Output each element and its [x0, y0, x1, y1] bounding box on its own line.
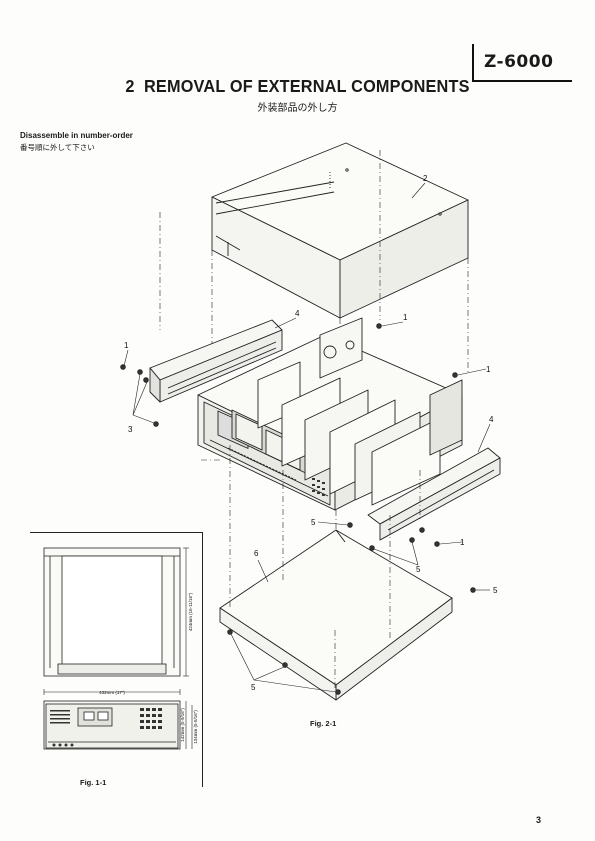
- fig-2-1-caption: Fig. 2-1: [310, 719, 336, 728]
- page-number: 3: [536, 815, 541, 825]
- callout-6: 6: [254, 549, 259, 558]
- fig-1-1-frame: [30, 532, 203, 787]
- callout-1-top: 1: [403, 313, 408, 322]
- callout-5-cluster: 5: [416, 565, 421, 574]
- callout-5-bottom: 5: [251, 683, 256, 692]
- callout-3: 3: [128, 425, 133, 434]
- callout-2: 2: [423, 174, 428, 183]
- callout-5-right: 5: [493, 586, 498, 595]
- callout-1-lower: 1: [460, 538, 465, 547]
- callout-1-right: 1: [486, 365, 491, 374]
- callout-4-left: 4: [295, 309, 300, 318]
- callout-4-right: 4: [489, 415, 494, 424]
- callout-1-left: 1: [124, 341, 129, 350]
- fig-1-1-caption: Fig. 1-1: [80, 778, 106, 787]
- callout-5-middle: 5: [311, 518, 316, 527]
- top-cover-part: [212, 143, 468, 318]
